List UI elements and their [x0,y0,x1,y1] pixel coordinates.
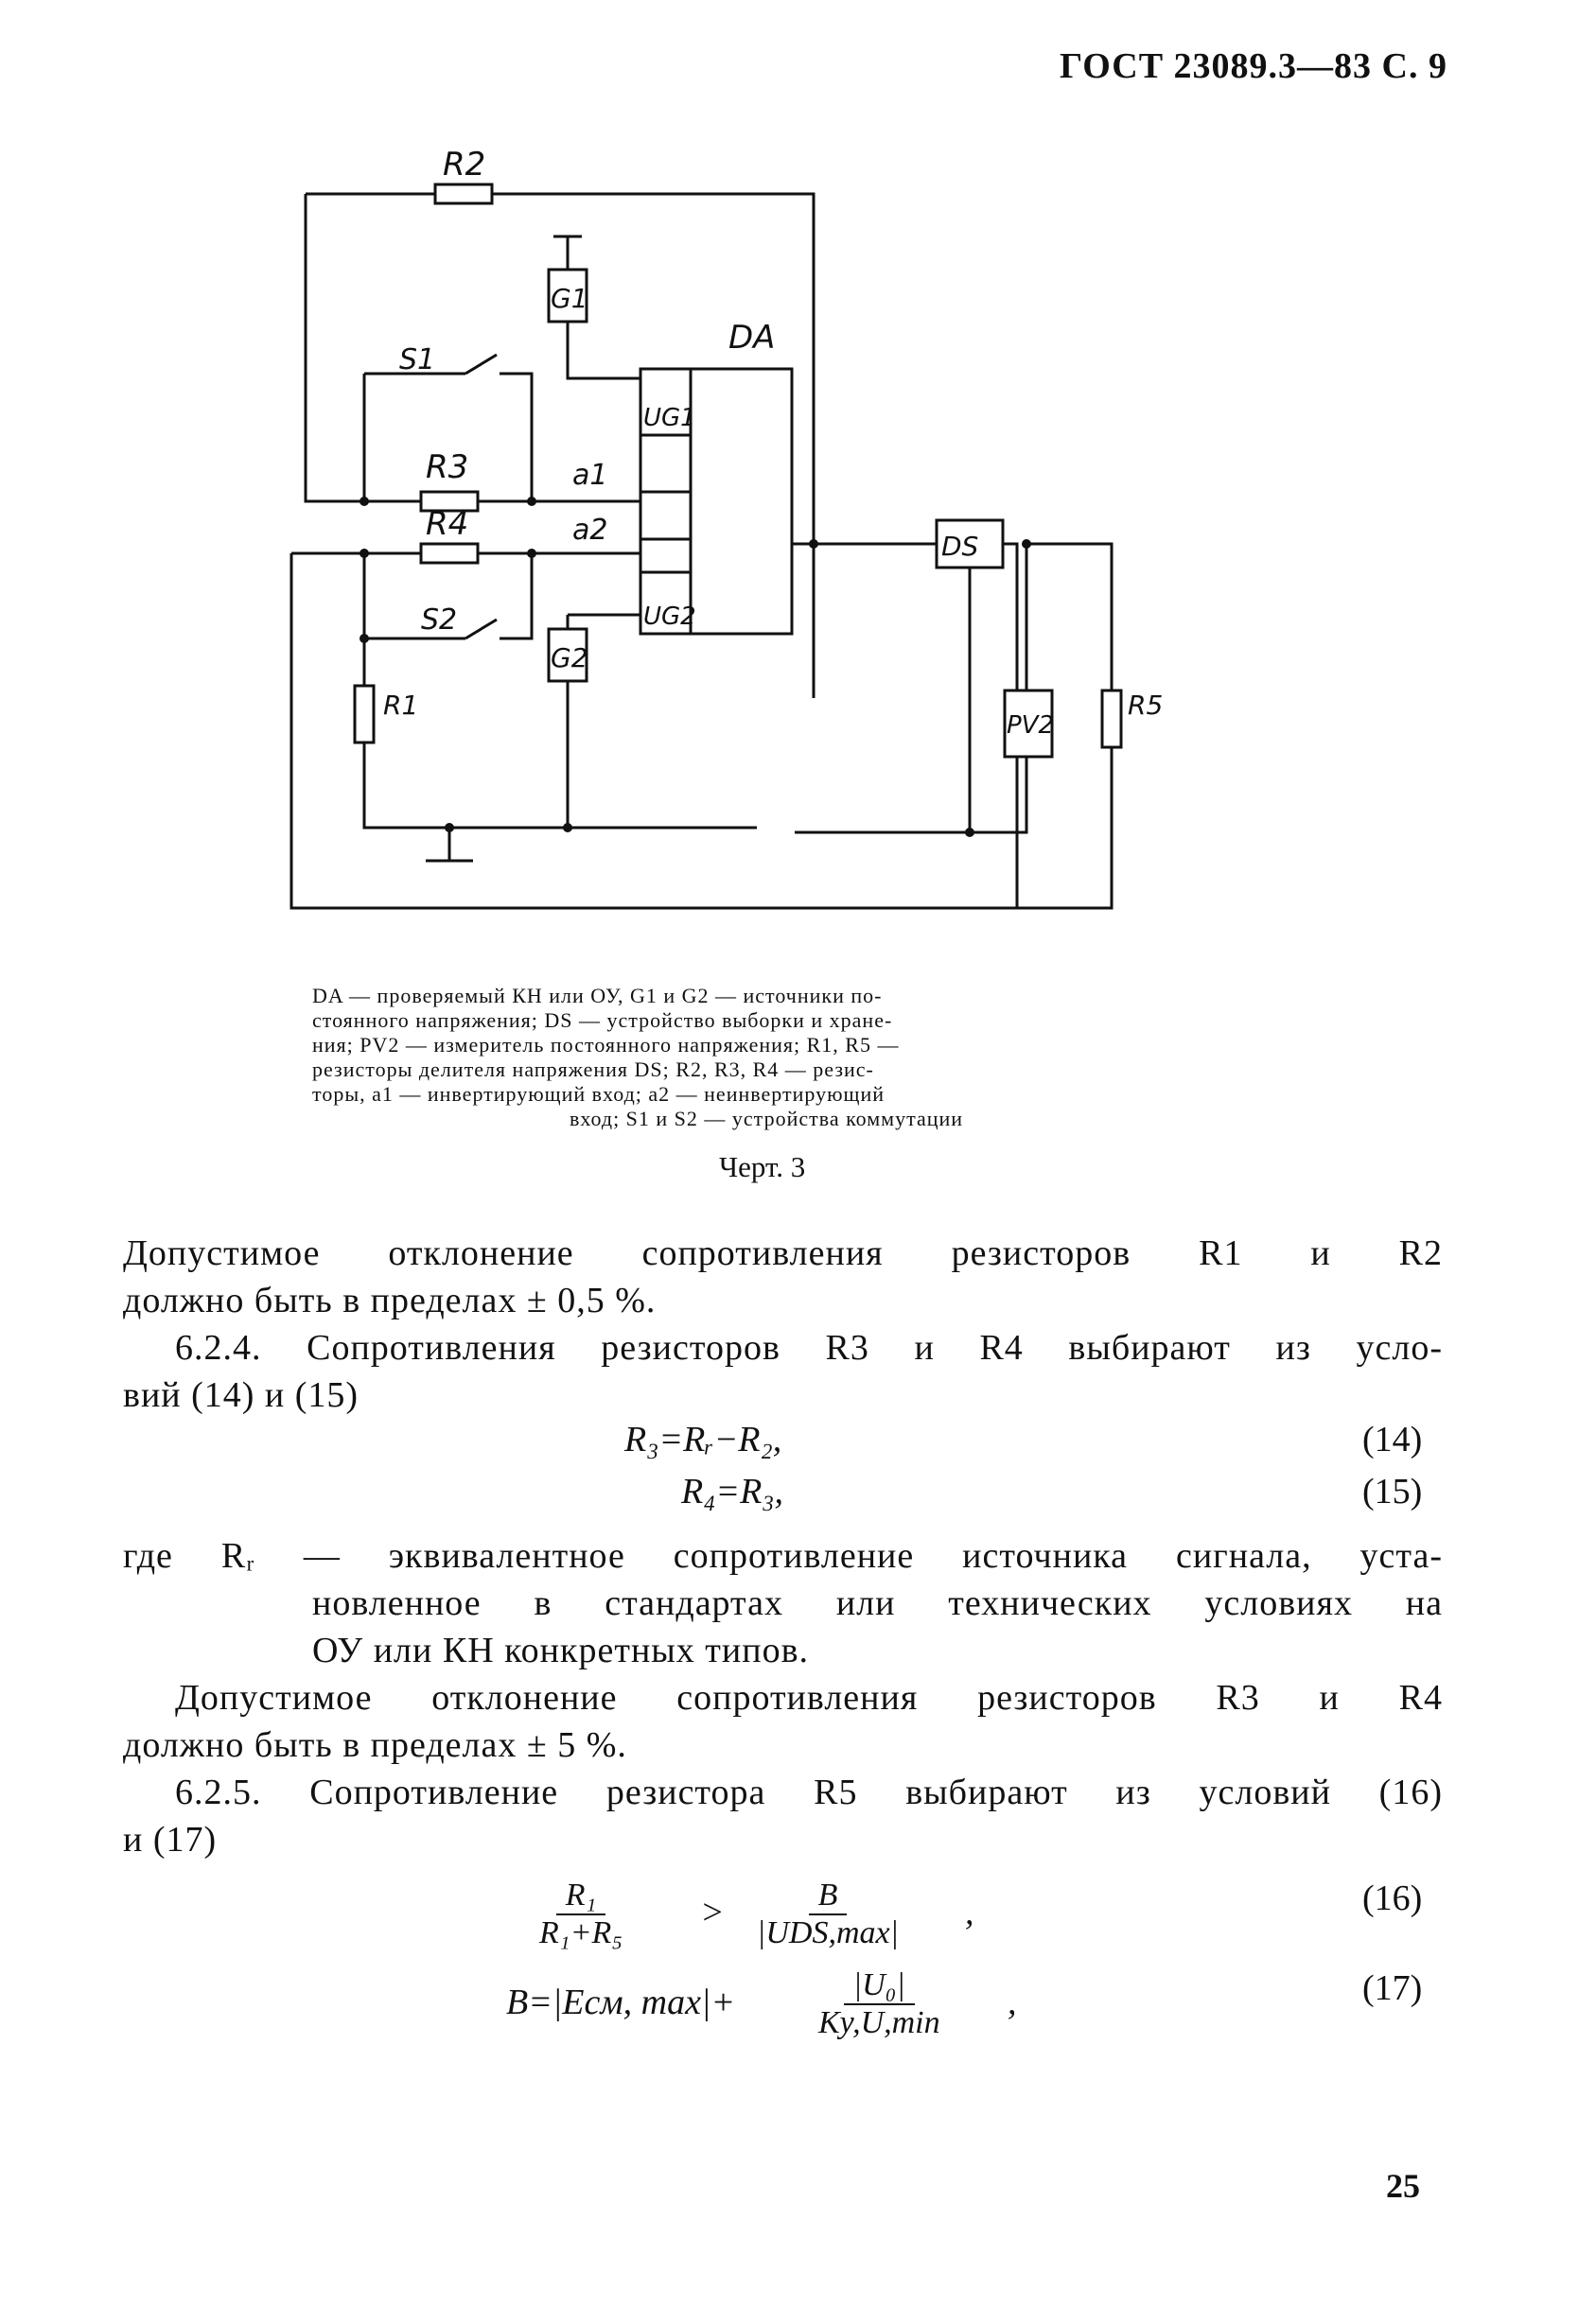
wire-g2-top [566,613,640,629]
equation-16-operator: > [700,1893,725,1932]
equation-17-right-fraction: |U₀| Kу,U,min [809,1967,950,2041]
paragraph-line: 6.2.5. Сопротивление резистора R5 выбира… [175,1773,1443,1812]
wire-pv2-bottom [795,757,1028,834]
label-r3: R3 [426,448,468,486]
paragraph-line: Допустимое отклонение сопротивления рези… [175,1678,1443,1718]
paragraph-line: вий (14) и (15) [123,1375,360,1415]
equation-14: R₃=Rᵣ−R₂, [624,1420,782,1459]
fraction-numerator: R₁ [555,1878,606,1915]
resistor-r3 [419,490,480,513]
label-r4: R4 [426,505,468,543]
caption-line: торы, a1 — инвертирующий вход; a2 — неин… [312,1082,885,1106]
switch-s2 [465,618,498,640]
da-divider [640,369,693,634]
label-r1: R1 [383,690,418,721]
wire-ds-out [1003,542,1019,709]
resistor-r5 [1100,689,1123,749]
paragraph-line: должно быть в пределах ± 5 %. [123,1725,627,1765]
meter-pv2 [1003,689,1054,759]
paragraph-line: где Rᵣ — эквивалентное сопротивление ист… [123,1536,1443,1576]
equation-15-number: (15) [1362,1472,1423,1511]
paragraph-line: Допустимое отклонение сопротивления рези… [123,1233,1443,1273]
junction-dot [445,823,454,832]
wire-s1-right [500,372,534,501]
caption-line: резисторы делителя напряжения DS; R2, R3… [312,1057,874,1081]
figure-caption: DA — проверяемый КН или ОУ, G1 и G2 — ис… [312,984,1220,1131]
label-s1: S1 [399,343,435,376]
resistor-r4 [419,542,480,565]
paragraph-line: и (17) [123,1820,218,1860]
source-g1 [547,268,588,323]
wire-left-outer [289,553,1019,910]
label-r2: R2 [443,146,485,183]
page-header: ГОСТ 23089.3—83 С. 9 [1060,46,1447,86]
junction-dot [965,828,974,837]
caption-line: стоянного напряжения; DS — устройство вы… [312,1008,893,1032]
junction-dot [360,497,369,506]
equation-15: R₄=R₃, [681,1472,783,1511]
source-g2 [547,627,588,683]
paragraph-line: 6.2.4. Сопротивления резисторов R3 и R4 … [175,1328,1443,1368]
label-a2: a2 [572,514,607,547]
equation-14-number: (14) [1362,1420,1423,1459]
wire-r1-bottom [362,743,757,830]
junction-dot [360,549,369,558]
label-ds: DS [941,531,978,562]
wire-s2-right [500,553,534,640]
equation-17-left: B=|Eсм, max|+ [506,1983,736,2022]
paragraph-line: новленное в стандартах или технических у… [312,1583,1443,1623]
label-s2: S2 [421,603,457,637]
junction-dot [360,634,369,643]
caption-line: ния; PV2 — измеритель постоянного напряж… [312,1033,900,1057]
paragraph-line: должно быть в пределах ± 0,5 %. [123,1281,657,1320]
wire-r5 [1026,542,1114,690]
equation-16-right-fraction: B |UDS,max| [747,1878,908,1951]
fraction-numerator: B [808,1878,848,1915]
caption-line: DA — проверяемый КН или ОУ, G1 и G2 — ис… [312,984,883,1007]
wire-g1-da [566,322,640,380]
fraction-denominator: Kу,U,min [818,2005,940,2040]
circuit-diagram: R2 G1 S1 DA UG1 R3 a1 R4 a2 DS UG2 S2 R1… [284,142,1287,974]
label-a1: a1 [572,459,607,492]
junction-dot [809,539,818,549]
label-ug2: UG2 [643,603,696,631]
fraction-denominator: R₁+R₅ [539,1915,623,1950]
equation-17-comma: , [1008,1983,1017,2022]
label-pv2: PV2 [1007,711,1054,740]
junction-dot [527,497,536,506]
resistor-r2 [433,183,494,205]
switch-s1 [465,353,498,376]
equation-16-comma: , [965,1893,974,1932]
label-g2: G2 [551,642,588,673]
label-ug1: UG1 [643,404,696,432]
resistor-r1 [353,684,376,744]
wire-r5-bottom [1017,747,1114,910]
junction-dot [527,549,536,558]
page-number: 25 [1386,2167,1420,2205]
junction-dot [1022,539,1031,549]
opamp-da [639,367,794,636]
fraction-numerator: |U₀| [843,1967,915,2005]
label-g1: G1 [551,283,588,314]
equation-17-number: (17) [1362,1968,1423,2008]
caption-line: вход; S1 и S2 — устройства коммутации [569,1107,964,1130]
equation-16-left-fraction: R₁ R₁+R₅ [530,1878,632,1951]
figure-label: Черт. 3 [719,1150,806,1183]
equation-16-number: (16) [1362,1878,1423,1918]
label-da: DA [728,319,775,357]
paragraph-line: ОУ или КН конкретных типов. [312,1631,810,1670]
fraction-denominator: |UDS,max| [757,1915,899,1950]
junction-dot [563,823,572,832]
label-r5: R5 [1128,690,1163,721]
